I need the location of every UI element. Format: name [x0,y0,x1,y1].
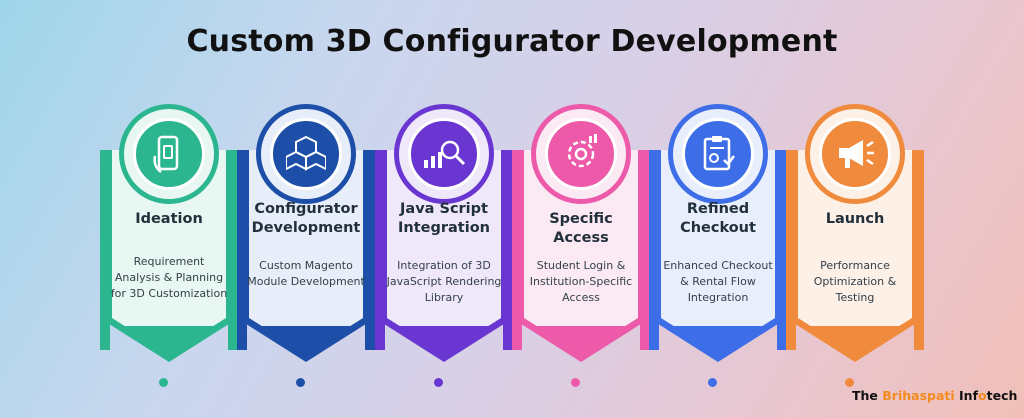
step-dot-4 [571,378,580,387]
step-card-ideation: Ideation Requirement Analysis & Planning… [100,100,238,368]
card-shape [786,150,924,362]
smartphone-icon [133,118,205,190]
megaphone-icon [819,118,891,190]
step-description: Custom Magento Module Development [247,259,365,288]
access-gear-icon [545,118,617,190]
card-shape [375,150,513,362]
step-card-java-script-integration: Java Script Integration Integration of 3… [375,100,513,368]
clipboard-check-icon [682,118,754,190]
step-description: Integration of 3D JavaScript Rendering L… [386,259,502,304]
card-shape [649,150,787,362]
icon-ring [531,104,631,204]
step-title: Specific Access [549,211,613,246]
step-description: Performance Optimization & Testing [813,259,897,304]
icon-ring [256,104,356,204]
step-title: Configurator Development [251,201,361,236]
step-card-configurator-development: Configurator Development Custom Magento … [237,100,375,368]
step-title: Refined Checkout [680,201,756,236]
icon-ring [394,104,494,204]
step-dot-6 [845,378,854,387]
step-description: Requirement Analysis & Planning for 3D C… [110,255,228,300]
chart-search-icon [408,118,480,190]
step-title: Ideation [135,211,203,227]
icon-ring [805,104,905,204]
step-dot-1 [159,378,168,387]
step-dot-2 [296,378,305,387]
step-description: Enhanced Checkout & Rental Flow Integrat… [663,259,773,304]
step-dot-5 [708,378,717,387]
cubes-icon [270,118,342,190]
icon-ring [668,104,768,204]
page-title: Custom 3D Configurator Development [186,24,838,59]
card-shape [100,150,238,362]
step-card-launch: Launch Performance Optimization & Testin… [786,100,924,368]
icon-ring [119,104,219,204]
card-shape [512,150,650,362]
step-card-refined-checkout: Refined Checkout Enhanced Checkout & Ren… [649,100,787,368]
step-title: Java Script Integration [398,201,490,236]
step-dot-3 [434,378,443,387]
step-description: Student Login & Institution-Specific Acc… [529,259,633,304]
brand-logo: The Brihaspati Infotech [852,388,1018,403]
step-title: Launch [825,211,885,227]
step-card-specific-access: Specific Access Student Login & Institut… [512,100,650,368]
card-shape [237,150,375,362]
